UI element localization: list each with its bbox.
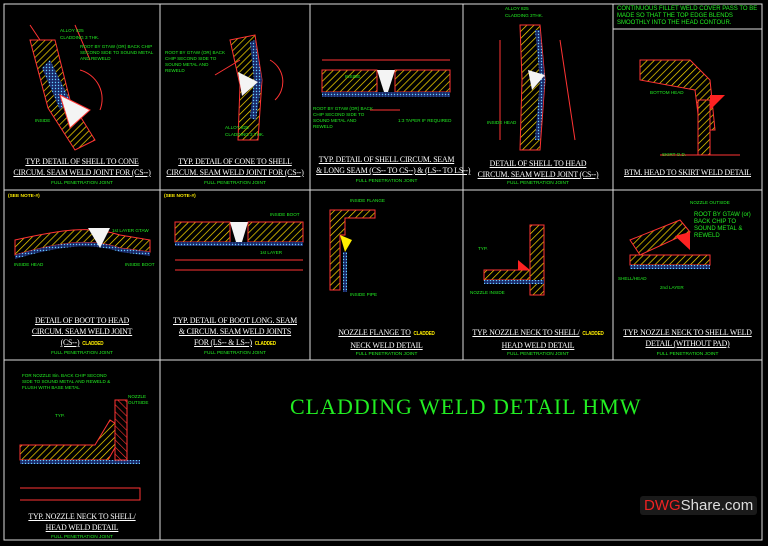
detail-7-title: TYP. DETAIL OF BOOT LONG. SEAM& CIRCUM. …: [166, 315, 304, 350]
label: 1st LAYER GTAW: [112, 228, 149, 233]
label: ALLOY 825: [60, 28, 84, 33]
watermark-prefix: DWG: [644, 497, 681, 514]
label: NOZZLE OUTSIDE: [128, 394, 149, 405]
cladded-tag: CLADDED: [413, 331, 435, 337]
detail-3-title: TYP. DETAIL OF SHELL CIRCUM. SEAM& LONG …: [316, 154, 471, 175]
detail-8-drawing: [329, 209, 376, 292]
detail-6-subtitle: FULL PENETRATION JOINT: [51, 351, 113, 356]
detail-3-drawing: [321, 59, 451, 111]
detail-1-subtitle: FULL PENETRATION JOINT: [51, 181, 113, 186]
label: ALLOY 825: [505, 6, 529, 11]
label: CLADDING 3THK.: [505, 13, 544, 18]
watermark-suffix: Share.com: [680, 497, 754, 514]
label: NOZZLE INSIDE: [470, 290, 505, 295]
label: INSIDE: [345, 74, 361, 79]
label: INSIDE BOOT: [125, 262, 155, 267]
label: 2nd LAYER: [660, 285, 684, 290]
label: TYP.: [55, 413, 65, 418]
detail-4-drawing: [499, 24, 576, 151]
detail-6-drawing: [14, 228, 151, 259]
detail-1-drawing: [29, 24, 103, 151]
detail-4-subtitle: FULL PENETRATION JOINT: [507, 181, 569, 186]
label: 1:3 TAPER IF REQUIRED: [398, 118, 452, 123]
cladded-tag: CLADDED: [82, 341, 104, 347]
detail-5-note: CONTINUOUS FILLET WELD COVER PASS TO BE …: [617, 6, 758, 26]
label: INSIDE HEAD: [14, 262, 44, 267]
label: ROOT BY GTAW (OR) BACK CHIP SECOND SIDE …: [165, 50, 226, 73]
detail-7-subtitle: FULL PENETRATION JOINT: [204, 351, 266, 356]
label: BOTTOM HEAD: [650, 90, 684, 95]
label: TYP.: [478, 246, 488, 251]
label: SHELL/HEAD: [618, 276, 647, 281]
detail-11-note: FOR NOZZLE 8in. BACK CHIP SECOND SIDE TO…: [22, 373, 111, 390]
detail-2-subtitle: FULL PENETRATION JOINT: [204, 181, 266, 186]
cladded-tag: CLADDED: [582, 331, 604, 337]
label: 1st LAYER: [260, 250, 283, 255]
detail-5-title: BTM. HEAD TO SKIRT WELD DETAIL: [623, 167, 752, 177]
label: ROOT BY GTAW (or) BACK CHIP TO SOUND MET…: [694, 212, 751, 239]
label: CLADDING 3 THK.: [60, 35, 100, 40]
cladded-tag: CLADDED: [254, 341, 276, 347]
sheet-grid: [3, 3, 763, 541]
label: ALLOY 825: [225, 125, 249, 130]
see-note-label: (SEE NOTE-#): [164, 194, 196, 199]
label: ROOT BY GTAW (OR) BACK CHIP SECOND SIDE …: [313, 106, 374, 129]
label: ROOT BY GTAW (OR) BACK CHIP SECOND SIDE …: [80, 44, 154, 61]
watermark-logo: DWGShare.com: [640, 496, 758, 515]
detail-10-drawing: [629, 219, 711, 269]
detail-3-subtitle: FULL PENETRATION JOINT: [355, 179, 418, 184]
label: INSIDE FLANGE: [350, 198, 385, 203]
detail-5-drawing: [639, 59, 740, 156]
label: INSIDE BOOT: [270, 212, 300, 217]
sheet-title: CLADDING WELD DETAIL HMW: [290, 394, 642, 419]
label: NOZZLE OUTSIDE: [690, 200, 730, 205]
detail-11-subtitle: FULL PENETRATION JOINT: [51, 535, 113, 540]
detail-7-drawing: [174, 221, 304, 271]
label: INSIDE: [35, 118, 51, 123]
label: CLADDING 3 THK.: [225, 132, 265, 137]
label: INSIDE PIPE: [350, 292, 378, 297]
detail-9-subtitle: FULL PENETRATION JOINT: [507, 352, 569, 357]
label: INSIDE HEAD: [487, 120, 517, 125]
detail-9-drawing: [483, 224, 545, 296]
label: SKIRT O.D.: [662, 152, 687, 157]
detail-8-subtitle: FULL PENETRATION JOINT: [355, 352, 418, 357]
detail-10-subtitle: FULL PENETRATION JOINT: [656, 352, 719, 357]
detail-2-drawing: [214, 34, 284, 141]
detail-11-title: TYP. NOZZLE NECK TO SHELL/HEAD WELD DETA…: [28, 511, 136, 532]
detail-11-drawing: [19, 399, 141, 501]
see-note-label: (SEE NOTE-#): [8, 194, 40, 199]
